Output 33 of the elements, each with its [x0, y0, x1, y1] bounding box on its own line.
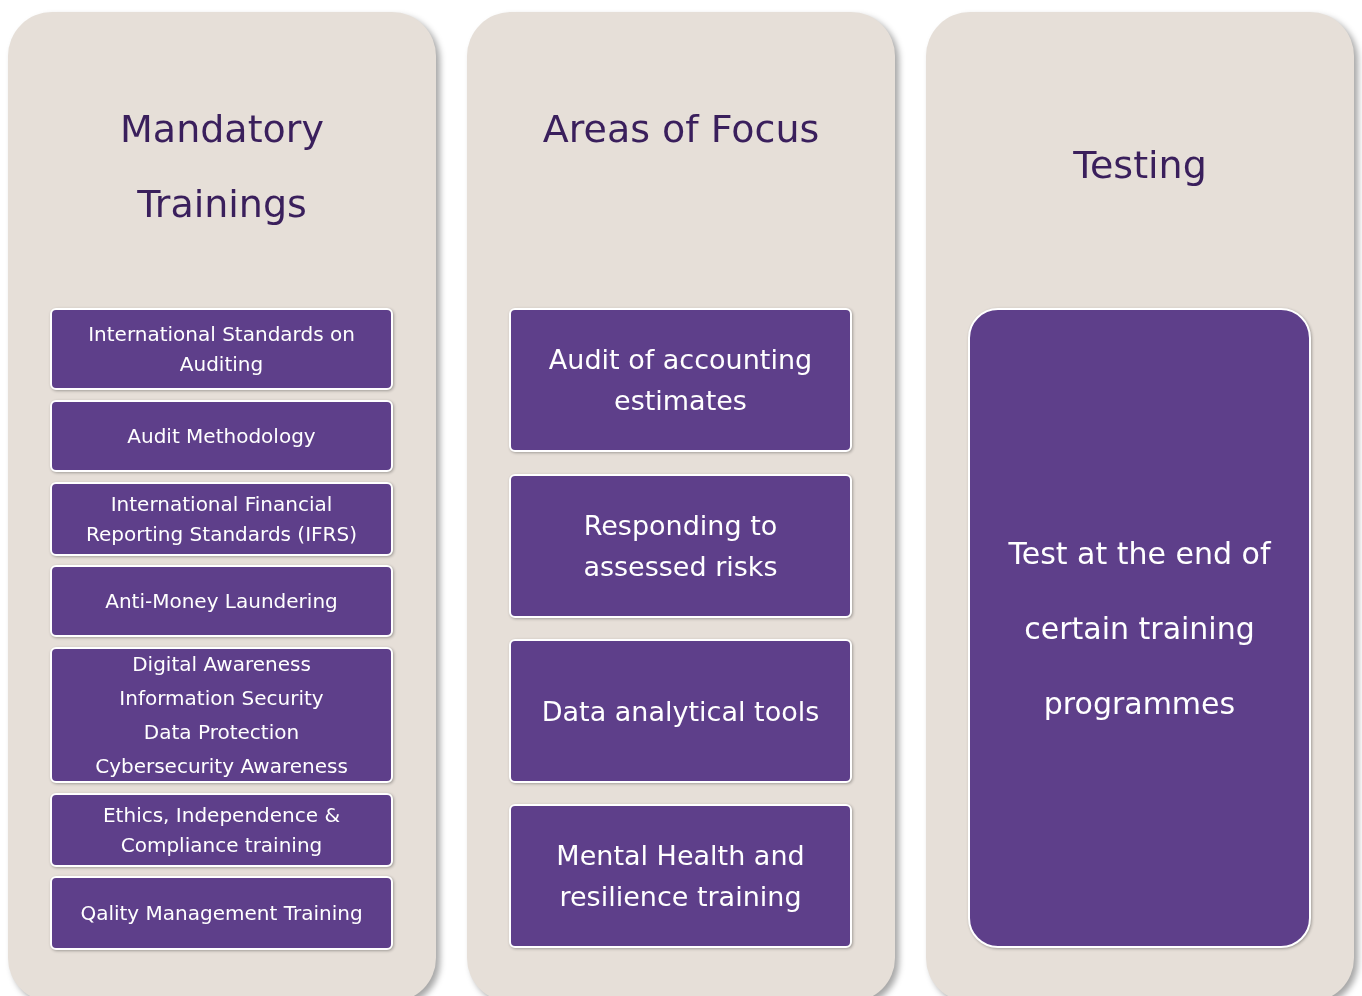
column-heading: Mandatory Trainings: [119, 106, 325, 228]
topic-box: [50, 793, 393, 867]
topic-box: [509, 474, 852, 618]
topic-text: Information Security: [118, 685, 325, 712]
column-heading: Areas of Focus: [541, 106, 821, 153]
column-heading: Testing: [1072, 142, 1208, 189]
topic-box: [50, 400, 393, 472]
topic-text: Audit of accounting estimates: [547, 343, 814, 418]
topic-box: [50, 308, 393, 390]
topic-text: Data Protection: [142, 719, 301, 746]
topic-text: Cybersecurity Awareness: [94, 753, 349, 780]
topic-box: [50, 647, 393, 783]
topic-box: [50, 876, 393, 950]
column-panel: [926, 12, 1354, 996]
topic-text: Digital Awareness: [131, 651, 312, 678]
topic-box: [50, 565, 393, 637]
topic-text: Ethics, Independence & Compliance training: [102, 802, 341, 859]
topic-text: Data analytical tools: [540, 694, 821, 729]
topic-box: [50, 482, 393, 556]
topic-text: International Financial Reporting Standards (IFRS): [85, 491, 358, 548]
topic-box: [509, 639, 852, 783]
topic-text: Mental Health and resilience training: [555, 839, 806, 914]
topic-text: International Standards on Auditing: [87, 321, 356, 378]
column-panel: [8, 12, 436, 996]
topic-box: [509, 308, 852, 452]
topic-text: Responding to assessed risks: [582, 509, 779, 584]
topic-text: Qality Management Training: [79, 900, 364, 927]
topic-text: Anti-Money Laundering: [104, 588, 339, 615]
topic-box: [968, 308, 1311, 948]
topic-text: Test at the end of certain training programmes: [1007, 534, 1272, 723]
topic-box: [509, 804, 852, 948]
topic-text: Audit Methodology: [126, 423, 317, 450]
column-panel: [467, 12, 895, 996]
